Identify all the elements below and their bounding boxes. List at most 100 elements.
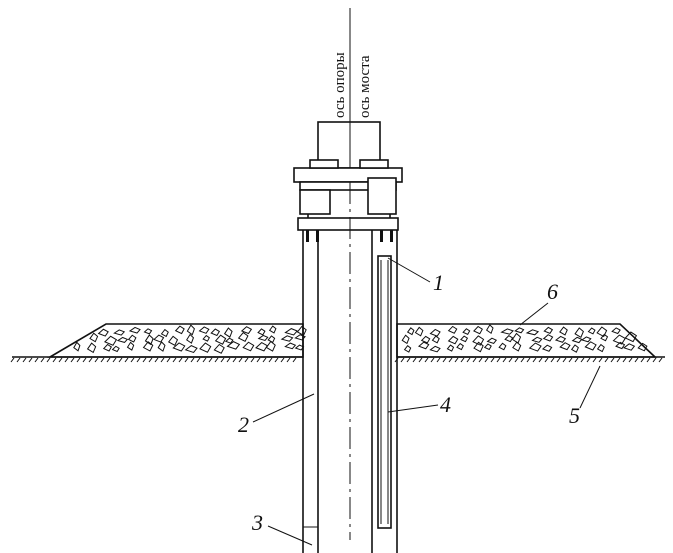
ground-hatch bbox=[412, 357, 417, 363]
gravel-stone bbox=[622, 343, 636, 351]
ground-hatch bbox=[286, 357, 291, 363]
ground-hatch bbox=[256, 357, 261, 363]
ground-hatch bbox=[238, 357, 243, 363]
gravel-stone bbox=[153, 334, 165, 343]
callout-5: 5 bbox=[569, 403, 580, 428]
ground-hatch bbox=[580, 357, 585, 363]
callout-4: 4 bbox=[440, 392, 451, 417]
ground-hatch bbox=[526, 357, 531, 363]
gravel-stone bbox=[406, 327, 415, 336]
gravel-stone bbox=[160, 328, 169, 338]
gravel-stone bbox=[157, 341, 166, 352]
gravel-stone bbox=[504, 335, 514, 343]
gravel-stone bbox=[89, 332, 99, 343]
ground-hatch bbox=[646, 357, 651, 363]
callout-2: 2 bbox=[238, 412, 249, 437]
gravel-stone bbox=[462, 328, 471, 336]
ground-hatch bbox=[616, 357, 621, 363]
ground-hatch bbox=[274, 357, 279, 363]
leader-lines bbox=[252, 257, 601, 546]
gravel-stone bbox=[280, 335, 294, 342]
gravel-stone bbox=[514, 327, 525, 334]
ground-hatch bbox=[544, 357, 549, 363]
ground-hatch bbox=[406, 357, 411, 363]
gravel-stone bbox=[512, 341, 522, 352]
gravel-stone bbox=[199, 342, 212, 353]
ground-hatch bbox=[172, 357, 177, 363]
gravel-stone bbox=[172, 342, 186, 352]
ground-hatch bbox=[550, 357, 555, 363]
ground-hatch bbox=[400, 357, 405, 363]
ground-hatch bbox=[88, 357, 93, 363]
ground-hatch bbox=[40, 357, 45, 363]
gravel-stone bbox=[102, 343, 113, 352]
ground-hatch bbox=[460, 357, 465, 363]
ground-hatch bbox=[250, 357, 255, 363]
gravel-stone bbox=[611, 327, 621, 335]
ground-hatch bbox=[46, 357, 51, 363]
gravel-stone bbox=[174, 325, 185, 335]
ground-hatch bbox=[484, 357, 489, 363]
gravel-stone bbox=[473, 325, 483, 335]
gravel-stone bbox=[456, 342, 464, 351]
ground-hatch bbox=[226, 357, 231, 363]
ground-hatch bbox=[448, 357, 453, 363]
ground-hatch bbox=[268, 357, 273, 363]
gravel-stone bbox=[284, 328, 299, 336]
gravel-stone bbox=[414, 326, 424, 337]
gravel-stone bbox=[213, 343, 225, 354]
ground-hatch bbox=[34, 357, 39, 363]
ground-hatch bbox=[178, 357, 183, 363]
gravel-stone bbox=[429, 328, 441, 337]
gravel-stone bbox=[486, 337, 498, 344]
ground-hatch bbox=[64, 357, 69, 363]
ground-hatch bbox=[130, 357, 135, 363]
ground-hatch bbox=[514, 357, 519, 363]
ground-hatch bbox=[556, 357, 561, 363]
gravel-stone bbox=[559, 342, 571, 351]
gravel-stone bbox=[111, 345, 120, 353]
gravel-stone bbox=[554, 335, 567, 343]
gravel-stone bbox=[473, 341, 484, 353]
gravel-stone bbox=[446, 344, 455, 352]
ground-hatch bbox=[610, 357, 615, 363]
ground-hatch bbox=[76, 357, 81, 363]
gravel-stone bbox=[143, 328, 153, 335]
gravel-stone bbox=[126, 341, 135, 351]
gravel-stone bbox=[570, 344, 579, 353]
ground-hatch bbox=[418, 357, 423, 363]
ground-hatch bbox=[100, 357, 105, 363]
gravel-stone bbox=[460, 335, 469, 343]
ground-hatch bbox=[28, 357, 33, 363]
ground-hatch bbox=[508, 357, 513, 363]
gravel-stone bbox=[257, 334, 269, 342]
gravel-stone bbox=[485, 324, 494, 335]
gravel-stone bbox=[242, 341, 255, 352]
gravel-stone bbox=[265, 340, 276, 352]
ground-hatch bbox=[112, 357, 117, 363]
ground-hatch bbox=[454, 357, 459, 363]
gravel-stone bbox=[268, 325, 277, 334]
callout-3: 3 bbox=[251, 510, 263, 535]
ground-hatch bbox=[292, 357, 297, 363]
gravel-stone bbox=[296, 325, 307, 336]
ground-hatch bbox=[220, 357, 225, 363]
gravel-stone bbox=[142, 341, 154, 352]
gravel-stone bbox=[224, 337, 234, 344]
gravel-stone bbox=[186, 324, 195, 336]
gravel-stone bbox=[103, 335, 118, 346]
ground-hatch bbox=[436, 357, 441, 363]
gravel-stone bbox=[637, 342, 648, 352]
ground-hatch bbox=[640, 357, 645, 363]
gravel-stone bbox=[116, 336, 129, 343]
ground-hatch bbox=[94, 357, 99, 363]
gravel-stone bbox=[226, 341, 241, 350]
callout-1: 1 bbox=[433, 270, 444, 295]
ground-hatch bbox=[142, 357, 147, 363]
ground-hatch bbox=[532, 357, 537, 363]
gravel-stone bbox=[237, 331, 249, 343]
ground-hatch bbox=[658, 357, 663, 363]
gravel-stone bbox=[543, 326, 554, 334]
gravel-stone bbox=[511, 332, 522, 344]
